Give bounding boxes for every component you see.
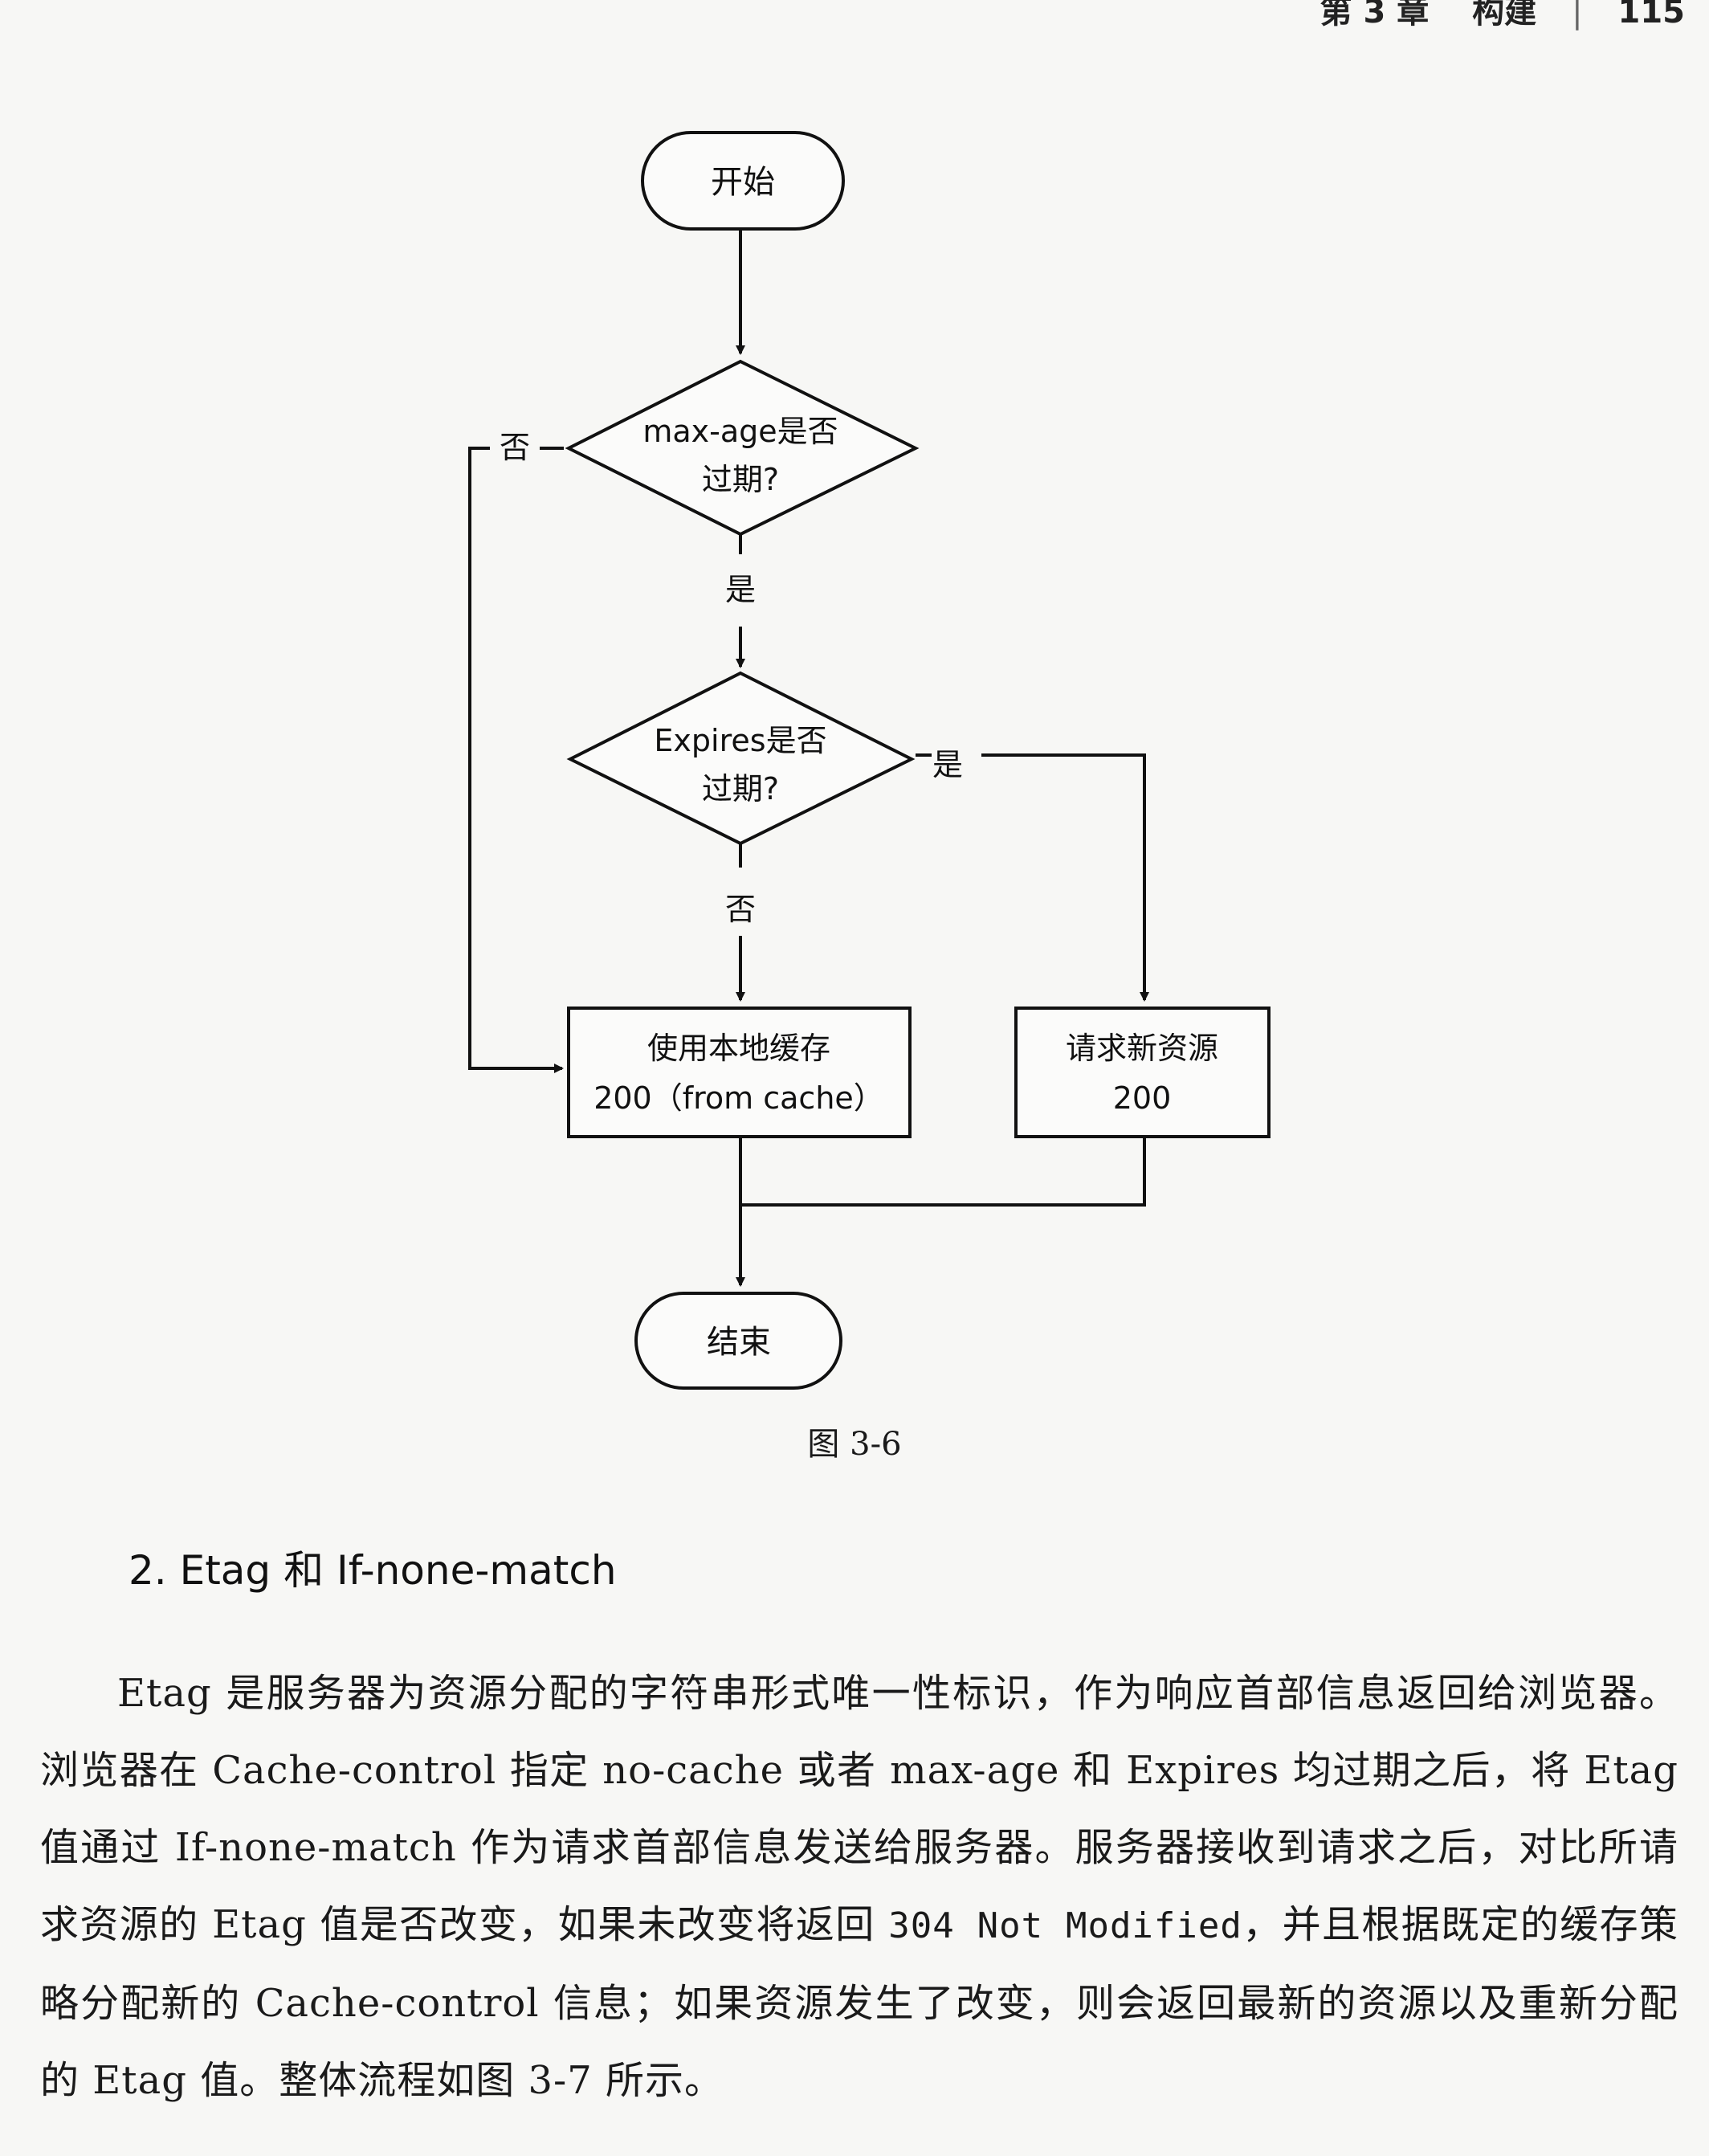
new-resource-line2: 200 [1113,1080,1172,1116]
decision-expires [566,671,916,846]
page-number: 115 [1617,0,1686,31]
status-code-text: 304 Not Modified [888,1905,1242,1946]
connector-d2-yes-path [981,753,1149,1002]
cache-flowchart: 开始 max-age是否 过期? 否 是 Expires是否 过期? 是 否 使… [468,131,1271,1390]
section-label: 构建 [1472,0,1537,31]
paragraph-text-2: ，并且根据既定的缓存策略分配新的 Cache-control 信息；如果资源发生… [40,1902,1678,2103]
decision-max-age-line1: max-age是否 [642,414,838,449]
decision-expires-line1: Expires是否 [654,723,826,758]
end-label: 结束 [707,1324,771,1361]
decision-expires-line2: 过期? [702,771,779,806]
body-paragraph: Etag 是服务器为资源分配的字符串形式唯一性标识，作为响应首部信息返回给浏览器… [40,1655,1678,2119]
local-cache-box [567,1007,912,1138]
paragraph-text-1: Etag 是服务器为资源分配的字符串形式唯一性标识，作为响应首部信息返回给浏览器… [40,1671,1678,1947]
figure-caption: 图 3-6 [807,1426,902,1463]
connector-d1-no-path [468,447,564,1073]
decision-max-age-line2: 过期? [702,462,779,497]
local-cache-line1: 使用本地缓存 [647,1031,830,1066]
new-resource-line1: 请求新资源 [1066,1031,1218,1066]
start-label: 开始 [711,164,775,201]
running-head: 第 3 章 构建 | 115 [1320,0,1685,32]
chapter-label: 第 3 章 [1319,0,1430,31]
new-resource-box [1014,1007,1271,1138]
decision-max-age-no-label: 否 [500,430,530,465]
local-cache-line2: 200（from cache） [593,1080,884,1116]
decision-expires-no-label: 否 [725,892,756,927]
start-terminal [641,131,845,231]
end-terminal [634,1292,842,1390]
header-separator: | [1572,0,1583,31]
decision-max-age-yes-label: 是 [725,572,756,607]
section-heading: 2. Etag 和 If-none-match [128,1547,617,1594]
decision-max-age [565,359,920,537]
decision-expires-yes-label: 是 [932,747,963,782]
connector-new-merge [740,1135,1146,1207]
